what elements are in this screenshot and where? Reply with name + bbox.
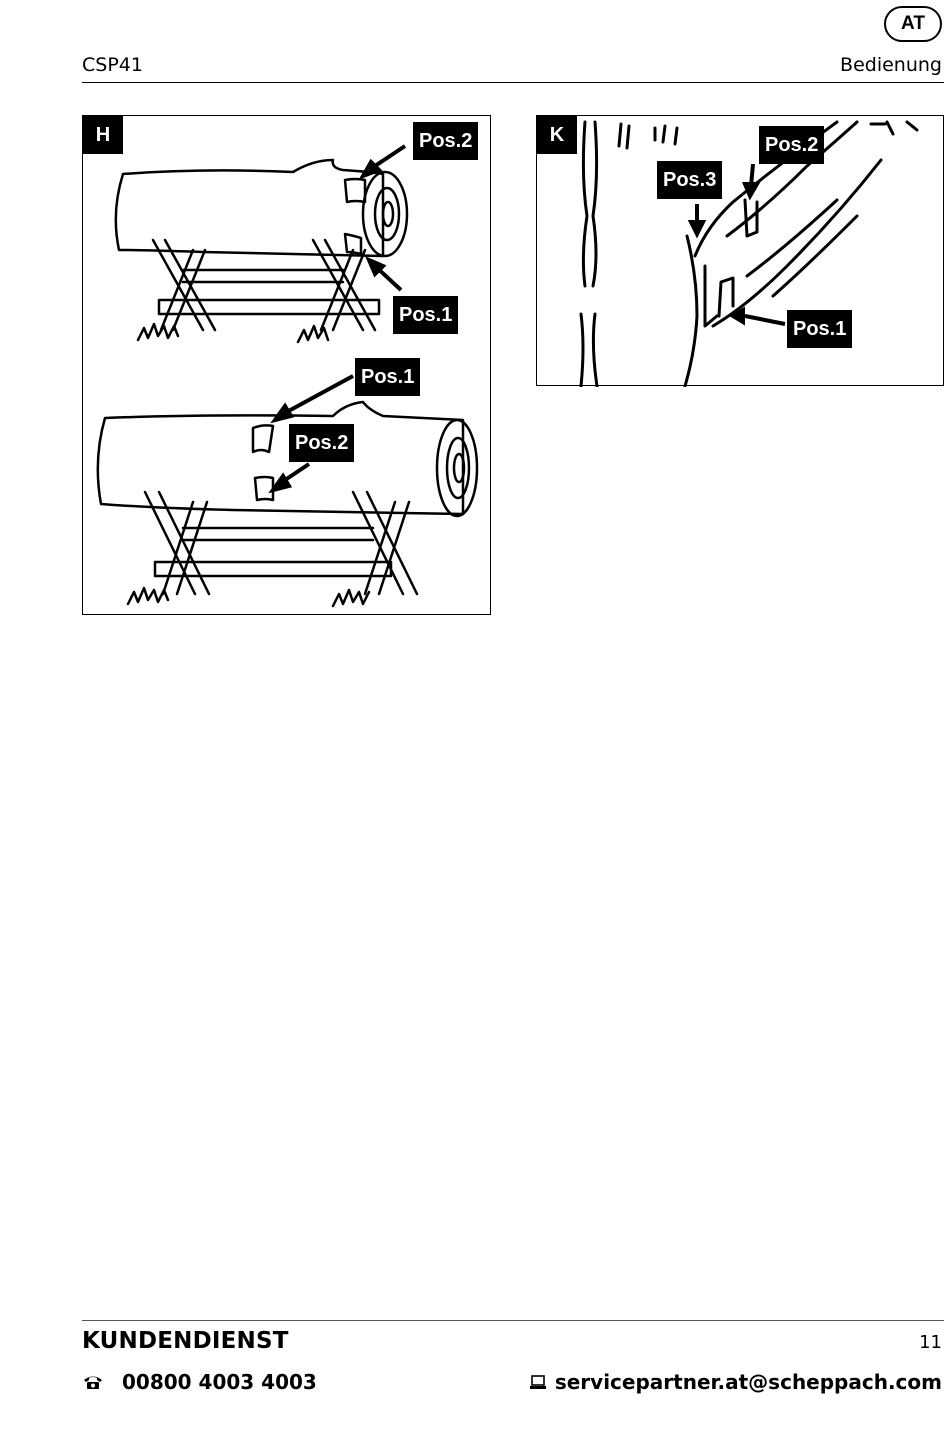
region-badge: AT (884, 6, 942, 42)
email-address[interactable]: servicepartner.at@scheppach.com (554, 1370, 942, 1394)
figure-letter: K (537, 116, 577, 154)
figure-h: H Pos.2 Pos.1 Pos.1 Pos.2 (82, 115, 491, 615)
service-phone: 00800 4003 4003 (82, 1370, 317, 1394)
callout-pos2: Pos.2 (289, 424, 355, 462)
log-on-sawhorse-illustration (96, 144, 479, 608)
callout-pos1: Pos.1 (787, 310, 853, 348)
phone-icon (84, 1376, 102, 1389)
section-title: Bedienung (840, 54, 942, 76)
service-email[interactable]: servicepartner.at@scheppach.com (529, 1370, 942, 1394)
callout-pos1: Pos.1 (393, 296, 459, 334)
page-number: 11 (919, 1332, 942, 1353)
figure-letter: H (83, 116, 123, 154)
phone-number: 00800 4003 4003 (122, 1370, 317, 1394)
model-name: CSP41 (82, 54, 143, 76)
service-title: KUNDENDIENST (82, 1328, 289, 1354)
callout-pos1: Pos.1 (355, 358, 421, 396)
laptop-icon (529, 1375, 546, 1389)
callout-pos2: Pos.2 (759, 126, 825, 164)
header-divider (82, 82, 944, 83)
tree-felling-illustration (579, 120, 919, 387)
callout-pos3: Pos.3 (657, 161, 723, 199)
callout-pos2: Pos.2 (413, 122, 479, 160)
figure-k: K Pos.2 Pos.3 Pos.1 (536, 115, 944, 387)
footer-divider (82, 1320, 944, 1321)
